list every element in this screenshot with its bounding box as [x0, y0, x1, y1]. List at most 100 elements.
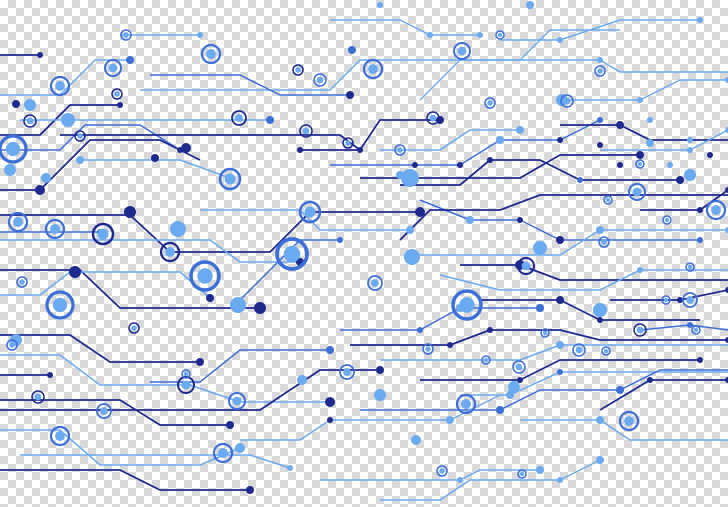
- circuit-ring-center: [218, 448, 228, 458]
- circuit-node: [533, 241, 547, 255]
- circuit-node: [206, 294, 214, 302]
- circuit-node: [557, 369, 563, 375]
- circuit-node: [487, 327, 493, 333]
- circuit-ring-center: [439, 468, 445, 474]
- circuit-ring: [7, 211, 29, 233]
- circuit-ring-center: [77, 133, 83, 139]
- circuit-node: [597, 57, 603, 63]
- circuit-ring-center: [542, 330, 548, 336]
- circuit-ring: [298, 200, 322, 224]
- circuit-node: [506, 391, 514, 399]
- circuit-node: [616, 121, 624, 129]
- circuit-node: [126, 56, 134, 64]
- circuit-ring-center: [100, 407, 108, 415]
- circuit-ring-center: [521, 261, 531, 271]
- circuit-node: [297, 375, 307, 385]
- circuit-ring-center: [52, 297, 68, 313]
- circuit-trace: [500, 19, 700, 41]
- circuit-trace: [300, 119, 440, 151]
- circuit-node: [536, 466, 544, 474]
- circuit-node: [556, 341, 564, 349]
- circuit-node: [181, 143, 191, 153]
- circuit-ring-center: [50, 224, 60, 234]
- circuit-node: [496, 136, 504, 144]
- circuit-node: [616, 386, 624, 394]
- circuit-trace: [80, 159, 231, 179]
- circuit-node: [487, 157, 493, 163]
- circuit-ring-center: [603, 348, 609, 354]
- circuit-ring: [212, 442, 234, 464]
- circuit-ring: [540, 328, 550, 338]
- circuit-ring-center: [693, 327, 699, 333]
- circuit-node: [557, 477, 563, 483]
- circuit-ring: [481, 355, 491, 365]
- circuit-ring: [685, 262, 695, 272]
- circuit-node: [556, 296, 564, 304]
- circuit-node: [687, 322, 693, 328]
- circuit-ring: [572, 343, 586, 357]
- circuit-node: [697, 207, 703, 213]
- circuit-node: [4, 164, 16, 176]
- circuit-node: [596, 456, 604, 464]
- circuit-ring-center: [9, 342, 15, 348]
- circuit-ring: [0, 134, 28, 164]
- circuit-ring: [517, 257, 535, 275]
- circuit-trace: [340, 307, 540, 331]
- circuit-ring: [603, 195, 613, 205]
- circuit-trace: [399, 194, 728, 241]
- circuit-ring-center: [55, 81, 65, 91]
- circuit-node: [412, 162, 418, 168]
- circuit-ring: [339, 364, 355, 380]
- circuit-ring: [618, 410, 640, 432]
- circuit-ring: [495, 30, 505, 40]
- circuit-node: [725, 377, 728, 383]
- circuit-node: [617, 162, 623, 168]
- circuit-node: [725, 337, 728, 343]
- circuit-ring: [45, 290, 75, 320]
- circuit-ring: [455, 393, 477, 415]
- circuit-ring-center: [108, 63, 118, 73]
- circuit-node: [376, 366, 384, 374]
- circuit-node: [725, 127, 728, 133]
- circuit-ring-center: [34, 393, 42, 401]
- circuit-ring: [104, 59, 122, 77]
- circuit-ring-center: [515, 363, 523, 371]
- circuit-trace: [420, 229, 728, 256]
- circuit-ring-center: [497, 32, 503, 38]
- circuit-trace: [0, 399, 230, 426]
- circuit-trace: [0, 354, 330, 403]
- circuit-ring: [292, 64, 304, 76]
- circuit-ring-center: [123, 32, 129, 38]
- circuit-ring: [342, 137, 354, 149]
- circuit-ring-center: [563, 97, 571, 105]
- circuit-ring-center: [686, 296, 694, 304]
- circuit-ring: [231, 110, 247, 126]
- circuit-node: [411, 435, 421, 445]
- circuit-node: [496, 406, 504, 414]
- circuit-node: [348, 46, 356, 54]
- circuit-ring-center: [302, 127, 310, 135]
- circuit-ring: [200, 43, 222, 65]
- circuit-trace: [150, 74, 350, 96]
- circuit-ring: [682, 292, 698, 308]
- circuit-node: [415, 207, 425, 217]
- circuit-ring: [49, 425, 71, 447]
- circuit-node: [697, 237, 703, 243]
- circuit-node: [297, 147, 303, 153]
- circuit-ring-center: [55, 431, 65, 441]
- circuit-node: [536, 304, 544, 312]
- circuit-ring-center: [368, 64, 378, 74]
- circuit-ring-center: [519, 471, 525, 477]
- circuit-trace: [460, 371, 728, 396]
- circuit-ring: [91, 222, 115, 246]
- circuit-node: [593, 303, 607, 317]
- circuit-ring: [159, 241, 181, 263]
- circuit-ring-center: [457, 46, 467, 56]
- circuit-ring: [177, 376, 195, 394]
- circuit-ring-center: [224, 173, 236, 185]
- circuit-node: [676, 176, 684, 184]
- circuit-ring: [451, 289, 483, 321]
- circuit-node: [597, 117, 603, 123]
- circuit-node: [508, 381, 520, 393]
